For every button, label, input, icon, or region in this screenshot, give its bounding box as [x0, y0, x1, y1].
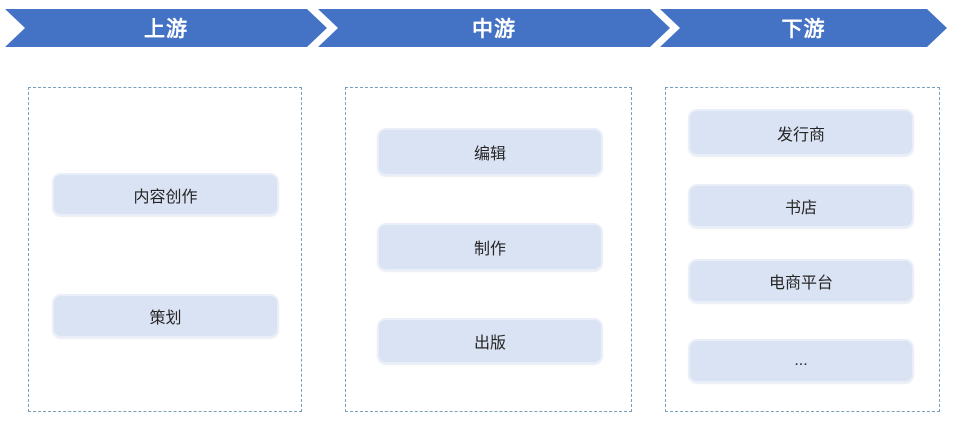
- node-editing: 编辑: [377, 128, 603, 176]
- node-label: 电商平台: [768, 275, 833, 292]
- stage-label-downstream: 下游: [781, 18, 826, 41]
- node-label: 编辑: [473, 146, 506, 163]
- node-content-creation: 内容创作: [52, 173, 279, 216]
- node-bookstore: 书店: [688, 184, 914, 228]
- node-label: 发行商: [776, 126, 825, 144]
- column-midstream: 编辑 制作 出版: [345, 87, 632, 412]
- stage-label-midstream: 中游: [472, 18, 516, 41]
- column-downstream: 发行商 书店 电商平台 ...: [665, 87, 940, 412]
- node-publishing: 出版: [377, 318, 603, 364]
- node-label: 策划: [149, 310, 182, 327]
- node-ecommerce-platform: 电商平台: [688, 259, 914, 303]
- node-production: 制作: [377, 223, 603, 271]
- node-label: 书店: [784, 200, 817, 217]
- stage-label-upstream: 上游: [144, 18, 188, 41]
- node-label: ...: [794, 352, 808, 369]
- node-ellipsis: ...: [688, 339, 914, 383]
- stage-chevron-midstream: 中游: [318, 9, 670, 47]
- stage-chevron-upstream: 上游: [5, 9, 327, 47]
- node-distributor: 发行商: [688, 109, 914, 156]
- node-planning: 策划: [52, 294, 279, 338]
- stage-chevron-downstream: 下游: [660, 9, 947, 47]
- column-upstream: 内容创作 策划: [28, 87, 302, 412]
- node-label: 内容创作: [133, 188, 198, 206]
- node-label: 制作: [473, 241, 506, 258]
- node-label: 出版: [473, 335, 506, 352]
